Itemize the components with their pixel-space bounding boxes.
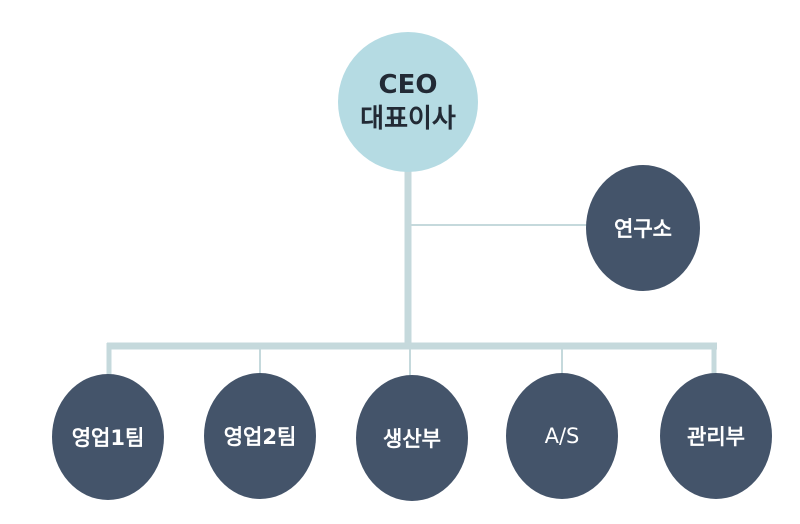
dept-node-sales2: 영업2팀 xyxy=(204,373,316,499)
dept-node-as: A/S xyxy=(506,373,618,499)
dept-node-sales1: 영업1팀 xyxy=(52,374,164,500)
ceo-title: CEO xyxy=(378,70,438,100)
dept-label: 영업1팀 xyxy=(71,426,145,450)
dept-label: 생산부 xyxy=(383,427,441,451)
dept-node-production: 생산부 xyxy=(356,375,468,501)
dept-label: 영업2팀 xyxy=(223,425,297,449)
ceo-subtitle: 대표이사 xyxy=(360,104,456,134)
ceo-node: CEO 대표이사 xyxy=(338,32,478,172)
dept-label: A/S xyxy=(544,424,580,448)
dept-label: 관리부 xyxy=(687,425,745,449)
dept-node-management: 관리부 xyxy=(660,373,772,499)
lab-node: 연구소 xyxy=(586,165,700,291)
lab-label: 연구소 xyxy=(614,217,672,241)
